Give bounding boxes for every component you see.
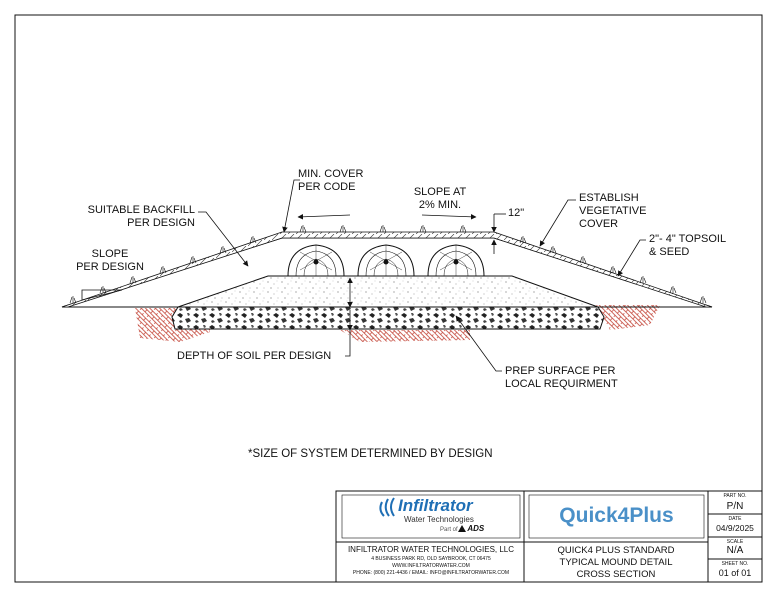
- twelve-inch-label: 12": [508, 207, 525, 219]
- scale-label: SCALE: [726, 539, 744, 545]
- company-website: WWW.INFILTRATORWATER.COM: [392, 563, 470, 569]
- drawing-title: QUICK4 PLUS STANDARD TYPICAL MOUND DETAI…: [557, 545, 675, 580]
- sheet-label: SHEET NO.: [721, 561, 749, 567]
- date-value: 04/9/2025: [716, 523, 754, 533]
- infiltrator-logo-icon: [379, 497, 395, 517]
- logo-sub: Water Technologies: [404, 515, 474, 524]
- slope-triangle: [81, 289, 123, 301]
- date-label: DATE: [728, 516, 742, 522]
- product-logo: Quick4Plus: [559, 504, 674, 527]
- company-address: 4 BUSINESS PARK RD, OLD SAYBROOK, CT 064…: [371, 556, 491, 562]
- topsoil-band: [61, 231, 713, 308]
- part-no-value: P/N: [726, 501, 744, 512]
- company-phone: PHONE: (800) 221-4436 / EMAIL: INFO@INFI…: [352, 570, 510, 576]
- sheet-value: 01 of 01: [718, 568, 752, 578]
- stone-layer: [171, 306, 605, 330]
- ads-logo-icon: [458, 525, 466, 532]
- grass-tufts: [69, 225, 707, 304]
- part-of-text: Part of: [440, 527, 458, 533]
- title-block-frame: [335, 490, 763, 583]
- ads-text: ADS: [467, 524, 485, 533]
- chamber-3: [427, 244, 485, 277]
- topsoil-label: 2"- 4" TOPSOIL& SEED: [649, 233, 727, 258]
- company-name: INFILTRATOR WATER TECHNOLOGIES, LLC: [347, 545, 515, 554]
- part-no-label: PART NO.: [723, 493, 747, 499]
- chamber-1: [287, 244, 345, 277]
- size-note: *SIZE OF SYSTEM DETERMINED BY DESIGN: [248, 448, 493, 460]
- chambers: [287, 244, 485, 277]
- depth-of-soil-label: DEPTH OF SOIL PER DESIGN: [177, 350, 332, 362]
- scale-value: N/A: [726, 545, 744, 556]
- logo-name: Infiltrator: [398, 496, 473, 515]
- infiltrator-logo: Infiltrator Water Technologies Part of A…: [398, 496, 508, 534]
- chamber-2: [357, 244, 415, 277]
- leaders: [198, 179, 646, 372]
- sand-fill: [177, 275, 599, 308]
